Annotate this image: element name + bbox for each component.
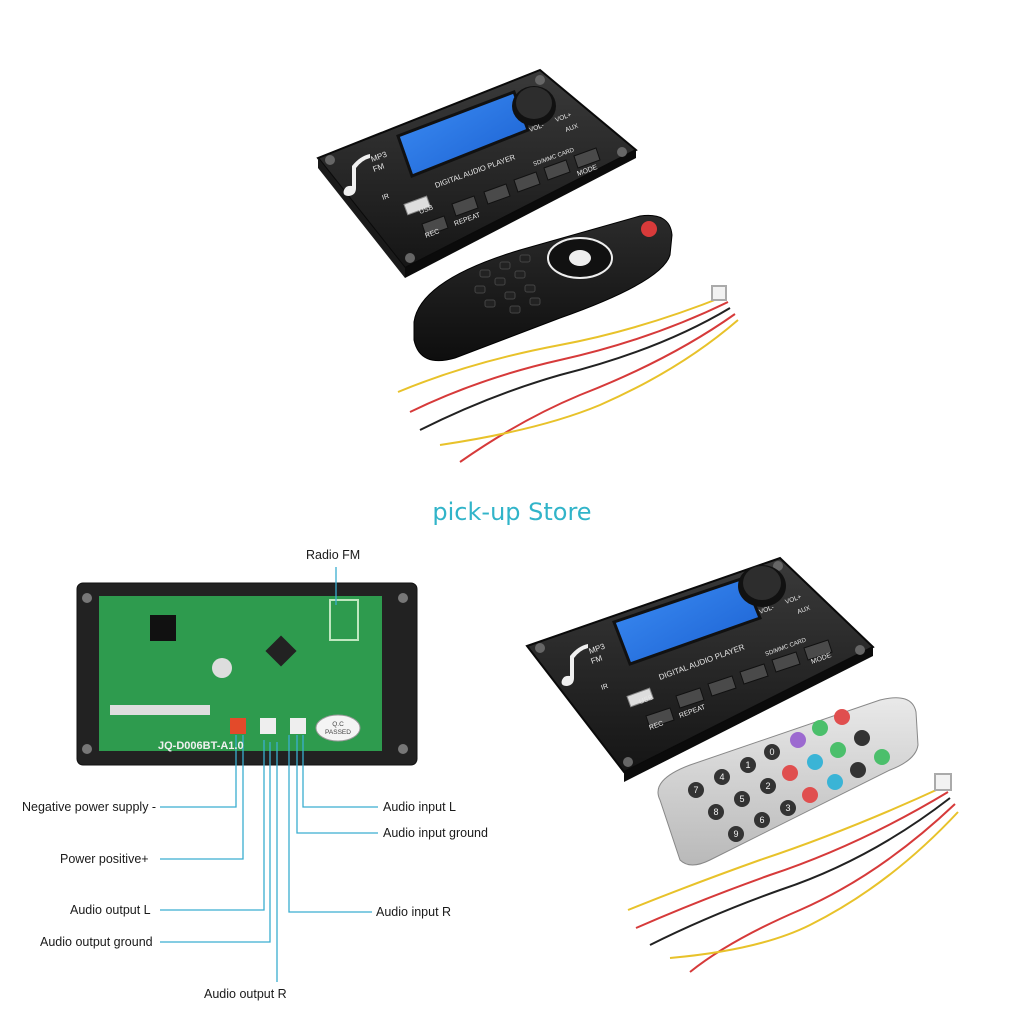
power-icon <box>641 221 657 237</box>
top-player-panel <box>316 68 638 278</box>
ir-label: IR <box>381 193 390 202</box>
store-watermark: pick-up Store <box>432 498 592 526</box>
lcd-screen <box>396 90 530 178</box>
callout-audio-input-l: Audio input L <box>383 800 456 814</box>
remote-key: 6 <box>759 815 764 825</box>
bottom-remote <box>657 697 919 866</box>
aux-label: AUX <box>564 123 580 134</box>
rec-label: REC <box>424 228 440 240</box>
remote-key: 8 <box>713 807 718 817</box>
callout-negative-power: Negative power supply - <box>22 800 157 814</box>
music-note-icon-2 <box>561 644 588 686</box>
qc-line1: Q.C <box>332 721 344 728</box>
lcd-screen-2 <box>612 576 762 666</box>
remote-key: 1 <box>745 760 750 770</box>
callout-power-positive: Power positive+ <box>60 852 149 866</box>
usb-port <box>403 195 431 216</box>
remote-key: 5 <box>739 794 744 804</box>
remote-keypad: 0 1 2 3 4 5 6 7 8 9 <box>688 744 796 842</box>
vol-minus-label-2: VOL- <box>758 604 775 616</box>
top-remote <box>413 214 673 362</box>
brand-fm: FM <box>372 161 386 174</box>
volume-knob-2 <box>738 565 786 607</box>
qc-line2: PASSED <box>325 729 351 736</box>
callout-audio-input-ground: Audio input ground <box>383 826 488 840</box>
usb-label-2: USB <box>638 694 654 706</box>
callout-lines <box>160 567 378 982</box>
callout-audio-output-r: Audio output R <box>204 987 287 1001</box>
rec-label-2: REC <box>648 720 664 732</box>
volume-knob <box>512 86 556 126</box>
remote-key: 3 <box>785 803 790 813</box>
brand-fm-2: FM <box>590 653 604 666</box>
usb-label: USB <box>418 204 434 216</box>
ir-label-2: IR <box>600 683 609 692</box>
aux-label-2: AUX <box>796 605 812 616</box>
remote-key: 4 <box>719 772 724 782</box>
remote-key: 9 <box>733 829 738 839</box>
callout-audio-output-l: Audio output L <box>70 903 151 917</box>
bottom-player-panel <box>525 556 875 782</box>
vol-minus-label: VOL- <box>528 122 545 134</box>
speaker-disc <box>212 658 232 678</box>
bottom-wires <box>627 773 959 973</box>
board-model: JQ-D006BT-A1.0 <box>158 740 244 752</box>
music-note-icon <box>343 154 370 196</box>
top-wires <box>397 285 739 463</box>
callout-audio-output-ground: Audio output ground <box>40 935 153 949</box>
callout-radio-fm: Radio FM <box>306 548 361 562</box>
remote-key: 0 <box>769 747 774 757</box>
usb-port-2 <box>626 687 654 708</box>
remote-key: 7 <box>693 785 698 795</box>
callout-audio-input-r: Audio input R <box>376 905 452 919</box>
qc-sticker <box>315 714 361 742</box>
remote-key: 2 <box>765 781 770 791</box>
pcb-board <box>76 582 418 766</box>
